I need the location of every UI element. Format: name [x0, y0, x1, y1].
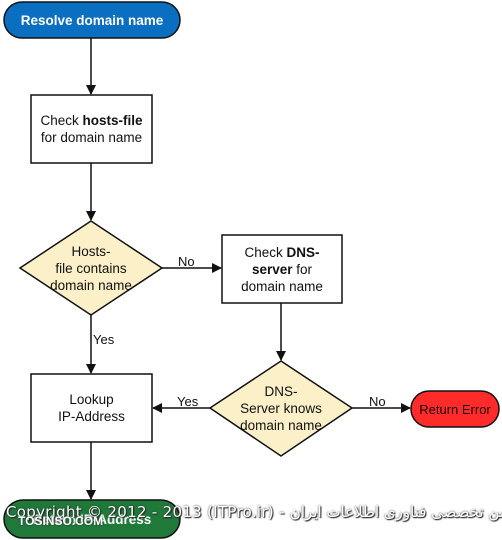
lookup-line1: Lookup [69, 392, 114, 407]
dns-decision-line1: DNS- [264, 383, 298, 399]
end-terminal-text: Return IP-Address [32, 511, 152, 527]
start-terminal-label: Resolve domain name [4, 2, 180, 38]
start-terminal-shape [3, 1, 181, 39]
edge-label-hosts-no: No [178, 254, 195, 269]
hosts-decision-line3: domain name [50, 277, 132, 293]
return-error-shape [410, 390, 500, 428]
end-terminal-label: Return IP-Address [4, 500, 180, 538]
end-terminal-shape [3, 499, 181, 539]
dns-decision-line3: domain name [240, 417, 322, 433]
check-dns-bold1: DNS- [286, 244, 320, 260]
lookup-line2: IP-Address [58, 409, 125, 424]
dns-decision-shape [208, 360, 354, 457]
lookup-label: Lookup IP-Address [31, 374, 152, 442]
check-dns-post2: domain name [241, 278, 323, 294]
return-error-label: Return Error [411, 391, 499, 427]
dns-decision-line2: Server knows [240, 400, 322, 416]
copyright-watermark: Copyright © 2012 - 2013 (ITPro.ir) - انج… [6, 503, 502, 521]
dns-decision-label: DNS- Server knows domain name [210, 376, 352, 440]
check-dns-label: Check DNS- server for domain name [222, 235, 342, 303]
check-dns-box [221, 234, 343, 304]
hosts-decision-line1: Hosts- [71, 243, 111, 259]
check-hosts-box [30, 94, 153, 164]
edge-label-dns-yes: Yes [177, 394, 199, 409]
check-hosts-label: Check hosts-file for domain name [31, 95, 152, 163]
check-dns-pre: Check [244, 244, 287, 260]
check-dns-post1: for [292, 261, 313, 277]
return-error-text: Return Error [419, 401, 491, 417]
edge-label-dns-no: No [369, 394, 386, 409]
check-hosts-pre: Check [40, 113, 83, 128]
check-hosts-post: for domain name [40, 130, 143, 145]
edge-label-hosts-yes: Yes [93, 332, 115, 347]
hosts-decision-label: Hosts- file contains domain name [20, 236, 162, 300]
hosts-decision-line2: file contains [55, 260, 127, 276]
start-terminal-text: Resolve domain name [20, 12, 164, 28]
site-watermark: TOSINSO.COM [18, 514, 104, 528]
check-dns-bold2: server [251, 261, 293, 277]
check-hosts-bold: hosts-file [82, 113, 143, 128]
